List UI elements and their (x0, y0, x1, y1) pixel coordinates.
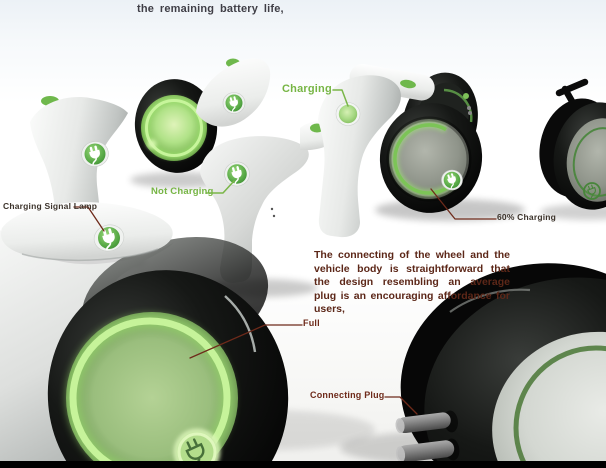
caption-text: the remaining battery life, (137, 3, 284, 15)
annotation-charging: Charging (282, 83, 332, 95)
charge-lamp-icon (335, 102, 361, 126)
plug-badge-icon (81, 141, 109, 167)
leader-connecting-plug (384, 396, 418, 415)
leader-full (189, 324, 303, 359)
leader-charging (332, 89, 349, 107)
leader-charging-signal-lamp (73, 206, 105, 232)
plug-badge-icon (93, 224, 125, 252)
plug-badge-icon (441, 169, 463, 191)
bottom-border-bar (0, 461, 606, 468)
plug-badge-icon (174, 429, 220, 468)
body-paragraph: The connecting of the wheel and the vehi… (314, 249, 510, 315)
annotation-full: Full (303, 318, 320, 328)
annotation-not-charging: Not Charging (151, 186, 214, 197)
leader-not-charging (205, 180, 235, 194)
charge-lamp-icon (147, 139, 157, 149)
station-dock-head (196, 58, 271, 127)
station-left (30, 96, 128, 260)
leader-60pct-charging (430, 188, 497, 220)
plug-badge-icon (224, 161, 250, 187)
station-lid (0, 202, 173, 261)
connecting-plug-prongs (395, 410, 460, 463)
annotation-60pct-charging: 60% Charging (497, 212, 557, 222)
wheel-standalone-right (539, 78, 606, 210)
wheel-charging-center (134, 79, 218, 173)
plug-badge-icon (222, 92, 246, 114)
station-charging-group (300, 64, 483, 238)
plug-badge-icon (583, 182, 601, 200)
annotation-charging-signal-lamp: Charging Signal Lamp (3, 201, 98, 211)
annotation-connecting-plug: Connecting Plug (310, 390, 385, 400)
leader-lines (73, 89, 497, 415)
wheel-60pct (379, 103, 483, 213)
wheel-full (47, 270, 289, 468)
